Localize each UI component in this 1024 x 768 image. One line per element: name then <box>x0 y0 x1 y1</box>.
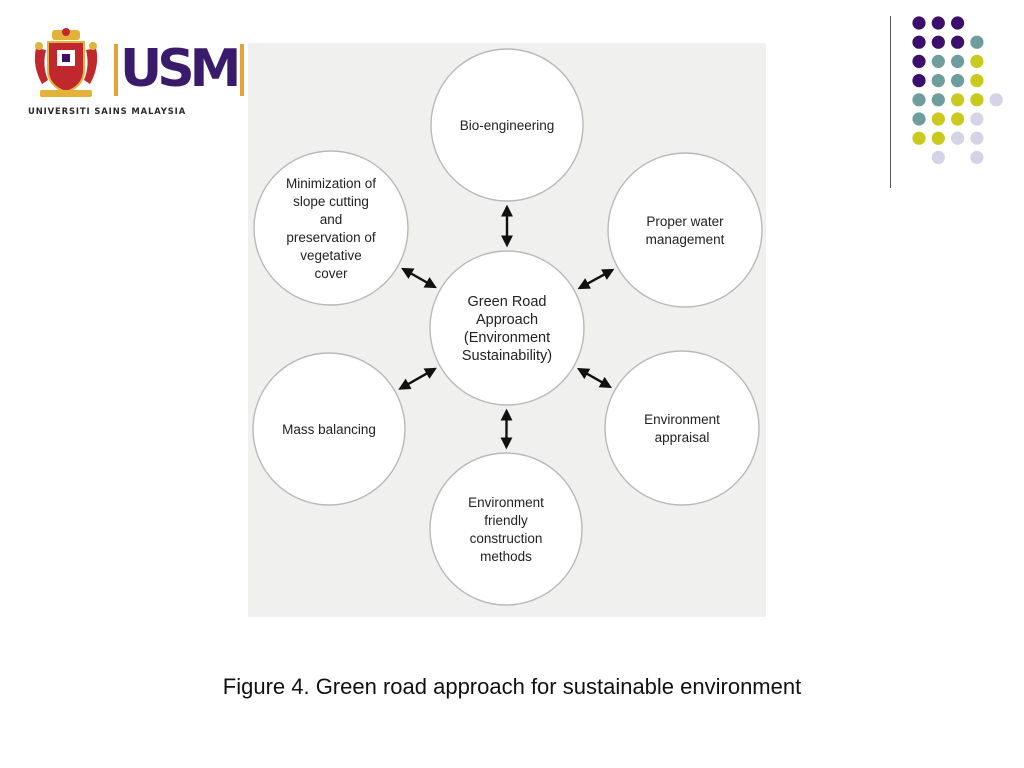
decorative-dot <box>912 74 926 88</box>
decorative-dot <box>931 93 945 107</box>
node-minimization-slope-cutting-label: vegetative <box>300 248 362 263</box>
decorative-dot <box>912 112 926 126</box>
decorative-dot <box>912 93 926 107</box>
decorative-dot <box>931 150 945 164</box>
decorative-dot <box>989 93 1003 107</box>
node-minimization-slope-cutting-label: cover <box>314 266 348 281</box>
university-name: UNIVERSITI SAINS MALAYSIA <box>28 106 187 116</box>
university-logo: USM UNIVERSITI SAINS MALAYSIA <box>28 26 245 118</box>
node-minimization-slope-cutting-label: preservation of <box>286 230 376 245</box>
node-minimization-slope-cutting-label: slope cutting <box>293 194 369 209</box>
decorative-dot <box>970 35 984 49</box>
decorative-dot <box>970 112 984 126</box>
center-node-green-road-label: Green Road <box>468 294 547 310</box>
decorative-dot <box>931 54 945 68</box>
decorative-dot <box>912 131 926 145</box>
node-environment-appraisal-circle <box>604 350 760 506</box>
decorative-dot <box>951 93 965 107</box>
decorative-dot <box>912 16 926 30</box>
node-environment-friendly-construction-label: Environment <box>468 495 544 510</box>
node-minimization-slope-cutting-circle <box>253 150 409 306</box>
decorative-dot <box>951 54 965 68</box>
node-proper-water-management-label: Proper water <box>646 214 724 229</box>
decorative-dot <box>931 74 945 88</box>
decorative-dot <box>951 16 965 30</box>
center-node-green-road-label: (Environment <box>464 330 550 346</box>
node-environment-appraisal-label: appraisal <box>655 430 710 445</box>
decorative-dot <box>951 74 965 88</box>
double-arrow-connector <box>577 268 615 290</box>
usm-wordmark: USM <box>114 39 245 99</box>
center-node-green-road-label: Sustainability) <box>462 348 552 364</box>
node-minimization-slope-cutting: Minimization of slope cutting and preservat… <box>253 150 409 306</box>
node-proper-water-management: Proper water management <box>607 152 763 308</box>
node-environment-friendly-construction-label: construction <box>470 531 543 546</box>
node-mass-balancing-circle <box>252 352 406 506</box>
decorative-dot <box>951 35 965 49</box>
crest-icon <box>34 28 98 97</box>
node-environment-appraisal: Environment appraisal <box>604 350 760 506</box>
node-mass-balancing: Mass balancing <box>252 352 406 506</box>
node-proper-water-management-circle <box>607 152 763 308</box>
decorative-dot <box>931 112 945 126</box>
decorative-dot <box>970 93 984 107</box>
decorative-dot <box>931 131 945 145</box>
figure-caption: Figure 4. Green road approach for sustai… <box>222 674 802 699</box>
double-arrow-connector <box>398 367 437 390</box>
decorative-dot <box>951 131 965 145</box>
node-environment-friendly-construction-label: friendly <box>484 513 528 528</box>
decorative-dot <box>912 54 926 68</box>
decorative-divider <box>890 16 891 188</box>
usm-wordmark-text: USM <box>120 39 241 99</box>
node-minimization-slope-cutting-label: Minimization of <box>286 176 376 191</box>
decorative-dot <box>970 150 984 164</box>
node-environment-friendly-construction-label: methods <box>480 549 532 564</box>
decorative-dot <box>970 74 984 88</box>
decorative-dot <box>931 35 945 49</box>
node-bio-engineering-circle <box>430 48 584 202</box>
node-bio-engineering: Bio-engineering <box>430 48 584 202</box>
node-environment-friendly-construction: Environment friendly construction methods <box>429 452 583 606</box>
decorative-dot <box>931 16 945 30</box>
decorative-dot <box>951 112 965 126</box>
decorative-dot <box>970 54 984 68</box>
decorative-dot <box>970 131 984 145</box>
decorative-dot <box>912 35 926 49</box>
center-node-green-road-label: Approach <box>476 312 538 328</box>
center-node-green-road-circle <box>429 250 585 406</box>
node-proper-water-management-label: management <box>646 232 725 247</box>
double-arrow-connector <box>401 267 437 289</box>
node-environment-appraisal-label: Environment <box>644 412 720 427</box>
node-minimization-slope-cutting-label: and <box>320 212 343 227</box>
node-environment-friendly-construction-circle <box>429 452 583 606</box>
node-bio-engineering-label: Bio-engineering <box>460 118 555 133</box>
double-arrow-connector <box>576 367 613 389</box>
node-mass-balancing-label: Mass balancing <box>282 422 376 437</box>
